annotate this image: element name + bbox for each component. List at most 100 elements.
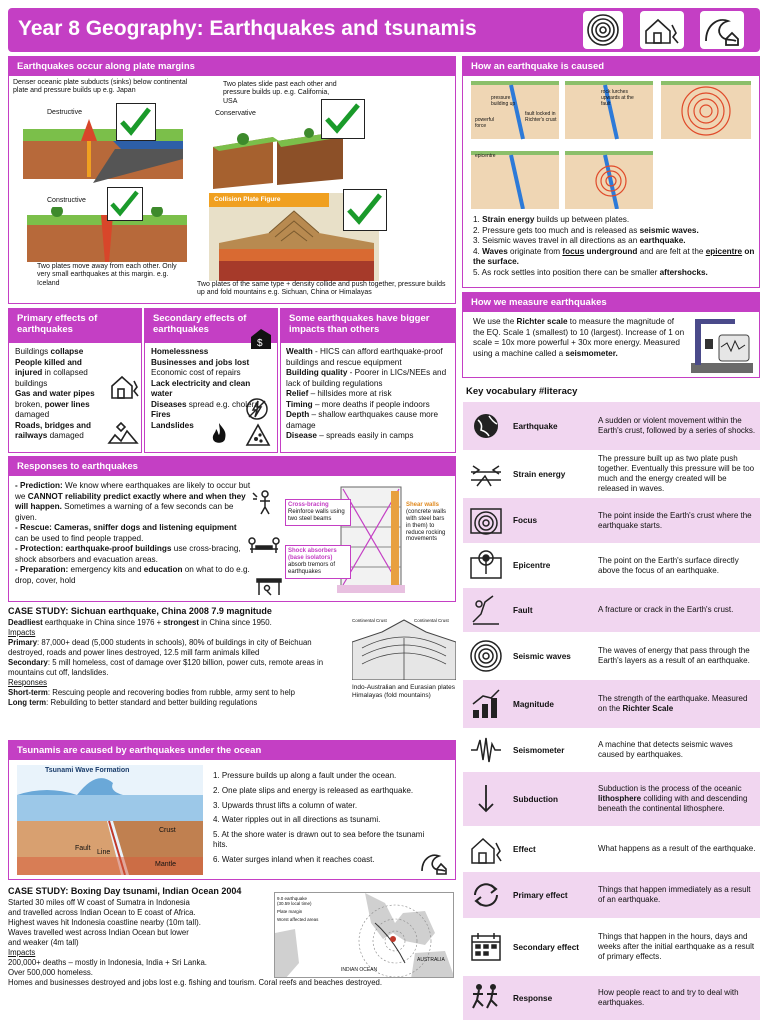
eq-caused-step: 2. Pressure gets too much and is release… — [473, 225, 699, 235]
bigger-impacts-heading: Some earthquakes have bigger impacts tha… — [281, 309, 455, 343]
vocab-word: Epicentre — [513, 561, 551, 570]
primary-effect-item: Roads, bridges and railways damaged — [15, 420, 91, 441]
collision-diagram: Collision Plate Figure — [209, 193, 379, 281]
vocab-word: Strain energy — [513, 469, 566, 479]
bigger-impact-item: Wealth - HICS can afford earthquake-proo… — [286, 347, 443, 367]
sichuan-title: CASE STUDY: Sichuan earthquake, China 20… — [8, 606, 272, 616]
vocab-row: Epicentre The point on the Earth's surfac… — [463, 543, 760, 588]
vocab-definition: What happens as a result of the earthqua… — [598, 844, 756, 853]
vocab-definition: The point inside the Earth's crust where… — [598, 510, 752, 530]
response-item: - Rescue: Cameras, sniffer dogs and list… — [15, 523, 237, 543]
focus-icon — [469, 505, 503, 537]
fault-locked-label: fault locked in Richter's crust — [525, 111, 557, 123]
secondary-effect-item: Lack electricity and clean water — [151, 378, 251, 399]
vocab-word: Response — [513, 993, 553, 1003]
secondary-effect-item: Economic cost of repairs — [151, 368, 241, 377]
map-legend-worst: Worst affected areas — [277, 917, 319, 922]
response-item: - Prediction: We know where earthquakes … — [15, 481, 251, 522]
shear-walls-text: (concrete walls with steel bars in them)… — [406, 508, 447, 543]
sichuan-continental-right: Continental Crust — [414, 618, 449, 623]
force-label: powerful force — [475, 117, 494, 129]
sichuan-continental-left: Continental Crust — [352, 618, 387, 623]
fault-label: Fault — [75, 845, 91, 852]
house-damage-small-icon — [109, 371, 139, 401]
boxing-day-line: Waves travelled west across Indian Ocean… — [8, 927, 189, 937]
collision-check-icon — [343, 189, 387, 231]
vocab-definition: Subduction is the process of the oceanic… — [598, 784, 748, 813]
conservative-label: Conservative — [215, 110, 256, 117]
primary-effect-item: Gas and water pipes broken, power lines … — [15, 389, 95, 419]
calendar-icon — [469, 931, 503, 963]
vocab-word: Seismic waves — [513, 651, 571, 661]
tsunami-step: 6. Water surges inland when it reaches c… — [213, 854, 375, 864]
cross-bracing-callout: Cross-bracing Reinforce walls using two … — [285, 499, 351, 526]
map-australia-label: AUSTRALIA — [417, 957, 445, 963]
responses-heading: Responses to earthquakes — [9, 457, 455, 477]
vocab-row: Focus The point inside the Earth's crust … — [463, 498, 760, 543]
mantle-label: Mantle — [155, 861, 177, 868]
secondary-effect-item: Landslides — [151, 420, 194, 430]
map-indian-ocean-label: INDIAN OCEAN — [341, 967, 378, 973]
vocab-definition: A sudden or violent movement within the … — [598, 416, 756, 435]
vocab-definition: A giant wave caused by an earthquake und… — [598, 1020, 756, 1024]
rock-lurches-label: rock lurches upwards at the fault — [601, 89, 634, 107]
boxing-day-impact: Homes and businesses destroyed and jobs … — [8, 977, 383, 987]
house-damage-icon — [469, 833, 503, 865]
vocab-word: Primary effect — [513, 890, 568, 900]
response-item: - Protection: earthquake-proof buildings… — [15, 544, 241, 564]
epicentre-icon — [469, 549, 503, 582]
earthquake-proof-building-diagram: Cross-bracing Reinforce walls using two … — [281, 481, 453, 599]
vocab-definition: A machine that detects seismic waves cau… — [598, 740, 733, 759]
destructive-note: Denser oceanic plate subducts (sinks) be… — [13, 79, 188, 95]
shear-walls-title: Shear walls — [406, 502, 440, 508]
responses-list: - Prediction: We know where earthquakes … — [15, 481, 251, 586]
vocab-definition: The point on the Earth's surface directl… — [598, 555, 739, 575]
sichuan-responses-label: Responses — [8, 677, 48, 687]
boxing-day-title: CASE STUDY: Boxing Day tsunami, Indian O… — [8, 886, 242, 896]
eq-caused-step: 1. Strain energy builds up between plate… — [473, 215, 630, 224]
sichuan-secondary: Secondary: 5 mill homeless, cost of dama… — [8, 657, 324, 677]
shear-walls-callout: Shear walls (concrete walls with steel b… — [405, 501, 451, 545]
map-legend-earthquake: 9.0 earthquake (30.59 local time) — [277, 896, 312, 906]
tsunami-step: 1. Pressure builds up along a fault unde… — [213, 771, 397, 780]
destructive-check-icon — [116, 103, 156, 141]
sichuan-caption: Indo-Australian and Eurasian plates Hima… — [352, 684, 455, 699]
line-label: Line — [97, 849, 111, 856]
vocab-definition: A fracture or crack in the Earth's crust… — [598, 605, 734, 614]
seismometer-machine-icon — [689, 313, 755, 375]
magnitude-icon — [469, 688, 503, 720]
sichuan-case-study: CASE STUDY: Sichuan earthquake, China 20… — [8, 606, 456, 734]
plate-margins-panel: Earthquakes occur along plate margins De… — [8, 56, 456, 304]
vocab-word: Secondary effect — [513, 942, 579, 952]
responses-panel: Responses to earthquakes - Prediction: W… — [8, 456, 456, 602]
seismograph-icon — [469, 734, 503, 766]
fault-icon — [469, 594, 503, 626]
price-tag-icon: $ — [247, 327, 273, 353]
vocab-word: Focus — [513, 516, 538, 525]
vocab-row: TsunamiA giant wave caused by an earthqu… — [463, 1020, 760, 1024]
warning-person-icon — [251, 489, 273, 515]
tsunami-step: 3. Upwards thrust lifts a column of wate… — [213, 800, 358, 810]
tsunami-formation-diagram: Tsunami Wave Formation Crust Fault Line … — [17, 765, 203, 875]
map-legend-plate: Plate margin — [277, 909, 303, 914]
drop-cover-icon — [255, 575, 283, 597]
svg-text:$: $ — [257, 338, 263, 349]
vocab-word: Subduction — [513, 794, 559, 804]
shock-absorbers-title: Shock absorbers (base isolators) — [288, 548, 337, 561]
eq-caused-step: 4. Waves originate from focus undergroun… — [473, 246, 755, 267]
strain-icon — [469, 458, 503, 490]
pressure-label: pressure building up — [491, 95, 516, 107]
constructive-label: Constructive — [47, 197, 86, 204]
tsunami-step: 4. Water ripples out in all directions a… — [213, 815, 381, 825]
vocab-definition: Things that happen in the hours, days an… — [598, 932, 755, 961]
primary-effects-panel: Primary effects of earthquakes Buildings… — [8, 308, 142, 453]
boxing-day-body: Started 30 miles off W coast of Sumatra … — [8, 898, 382, 988]
constructive-note: Two plates move away from each other. On… — [37, 263, 177, 287]
cross-bracing-text: Reinforce walls using two steel beams — [288, 508, 345, 522]
sichuan-impacts-label: Impacts — [8, 627, 36, 637]
vocab-word: Fault — [513, 605, 533, 615]
